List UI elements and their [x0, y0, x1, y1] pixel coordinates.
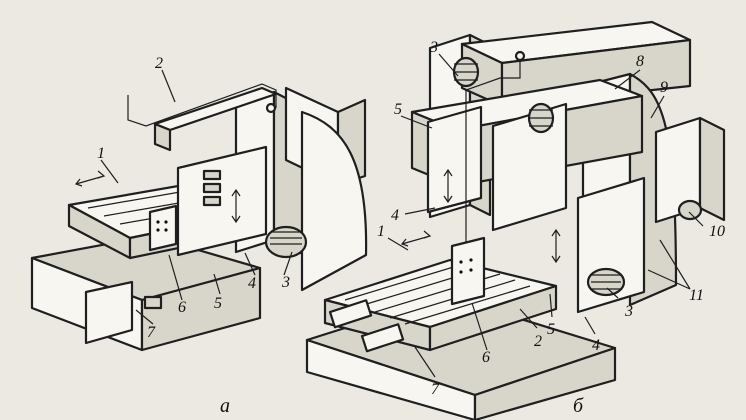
machine-b-pipe-fitting	[514, 50, 526, 62]
machine-b-callout-5-right: 5	[547, 321, 555, 338]
machine-a-caption: а	[220, 395, 230, 417]
machine-a-pipe	[127, 83, 277, 127]
machine-b-leader-4-left	[404, 207, 436, 215]
machine-a-leader-3	[283, 251, 293, 276]
machine-a-panel-button-1	[202, 169, 222, 181]
machine-b-clamp-1	[328, 299, 373, 329]
machine-b-leader-5-right	[549, 293, 553, 318]
machine-a-pendant-dot-4	[164, 228, 168, 232]
machine-b-callout-2: 2	[534, 333, 542, 350]
machine-b-pendant-dot-4	[469, 268, 473, 272]
machine-b-pendant	[450, 236, 486, 306]
machine-a-control-panel	[176, 145, 268, 257]
machine-b-table-side	[428, 284, 558, 352]
machine-a-horizontal-arrow-icon	[74, 170, 106, 187]
machine-b-table-slots	[344, 261, 531, 325]
machine-a-pendant-dot-1	[156, 220, 160, 224]
machine-b-vertical-arrow-icon-1	[443, 168, 453, 204]
machine-a-leader-7	[135, 309, 154, 325]
machine-b-callout-1: 1	[377, 223, 385, 240]
machine-b-middle-motor-ribs	[529, 109, 553, 127]
machine-a-leader-2	[161, 69, 176, 103]
machine-b-leader-3-top	[438, 53, 459, 77]
machine-b-leader-2	[519, 308, 538, 329]
machine-b-callout-9: 9	[660, 79, 668, 96]
machine-b-leader-4-right	[584, 316, 596, 335]
machine-b-horizontal-arrow-icon	[400, 230, 432, 247]
machine-b-callout-4-left: 4	[391, 207, 399, 224]
machine-b-base-side	[473, 346, 617, 420]
machine-b-leader-6	[471, 302, 488, 351]
machine-a-callout-1: 1	[97, 145, 105, 162]
machine-b-callout-3-bottom: 3	[624, 303, 633, 320]
machine-b-leader-9	[650, 95, 665, 119]
machine-a-motor-box	[84, 280, 134, 345]
machine-a-pendant-dot-2	[164, 220, 168, 224]
machine-a-panel-button-3	[202, 195, 222, 207]
machine-a-callout-7: 7	[147, 324, 156, 341]
machine-a-leader-5	[213, 273, 221, 295]
machine-b-leader-5-left	[400, 115, 433, 129]
machine-a-vertical-arrow-icon	[231, 188, 241, 224]
machine-a-leader-6	[168, 254, 183, 301]
machine-a-base-side	[140, 266, 262, 352]
machine-b-left-head	[426, 105, 483, 214]
machine-b-callout-7: 7	[431, 381, 440, 398]
machine-a-panel-button-2	[202, 182, 222, 194]
machine-a-callout-4: 4	[248, 275, 256, 292]
machine-a-callout-3: 3	[281, 274, 290, 291]
machine-b-callout-10: 10	[709, 223, 725, 240]
machine-b-pendant-dot-1	[459, 260, 463, 264]
machine-b-pipe	[465, 58, 521, 245]
machine-b-leader-11b	[647, 269, 691, 290]
machine-a-callout-5: 5	[214, 295, 222, 312]
machine-b-callout-3-top: 3	[429, 39, 438, 56]
machine-b-leader-8	[614, 69, 641, 90]
machine-b-side-motor-ribs	[591, 274, 621, 290]
machine-a-small-panel	[143, 295, 163, 310]
machine-b-caption: б	[573, 395, 584, 417]
machine-b-leader-10	[688, 211, 704, 227]
machine-b-callout-4-right: 4	[592, 337, 600, 354]
machine-b-callout-11: 11	[689, 287, 704, 304]
machine-b: 1 2 3 3 4 4 5 5 6 7 8 9 10 11 б	[305, 20, 726, 420]
machine-a-leader-4	[244, 252, 256, 276]
machine-a-leader-1	[100, 159, 119, 184]
machine-a-crossbar-end	[153, 122, 172, 152]
machine-b-callout-5-left: 5	[394, 101, 402, 118]
machine-b-leader-11a	[659, 239, 691, 290]
machine-b-feed-wheel	[677, 199, 703, 221]
machine-b-pendant-dot-3	[459, 270, 463, 274]
machine-b-leader-3-bottom	[606, 287, 619, 299]
machine-b-right-feed-unit-side	[698, 116, 726, 222]
machine-b-leader-1	[387, 237, 409, 251]
machine-a-rear-support	[300, 110, 368, 292]
machine-a-motor-ribs	[270, 231, 302, 245]
machine-b-vertical-arrow-icon-2	[551, 228, 561, 264]
machine-a-pendant-dot-3	[156, 228, 160, 232]
machine-b-left-motor-ribs	[454, 63, 478, 81]
machine-b-base-front	[305, 338, 477, 420]
machine-b-callout-8: 8	[636, 53, 644, 70]
machine-a-callout-6: 6	[178, 299, 186, 316]
machine-b-pendant-dot-2	[469, 258, 473, 262]
machine-b-clamp-2	[360, 323, 405, 353]
machine-a-pendant	[148, 204, 178, 252]
machine-a: 1 2 3 4 5 6 7 а	[30, 55, 368, 417]
machine-a-motor-cylinder	[264, 225, 308, 259]
machine-a-pipe-fitting	[265, 102, 277, 114]
machine-b-callout-6: 6	[482, 349, 490, 366]
machine-b-leader-7	[414, 346, 436, 378]
machine-a-callout-2: 2	[155, 55, 163, 72]
